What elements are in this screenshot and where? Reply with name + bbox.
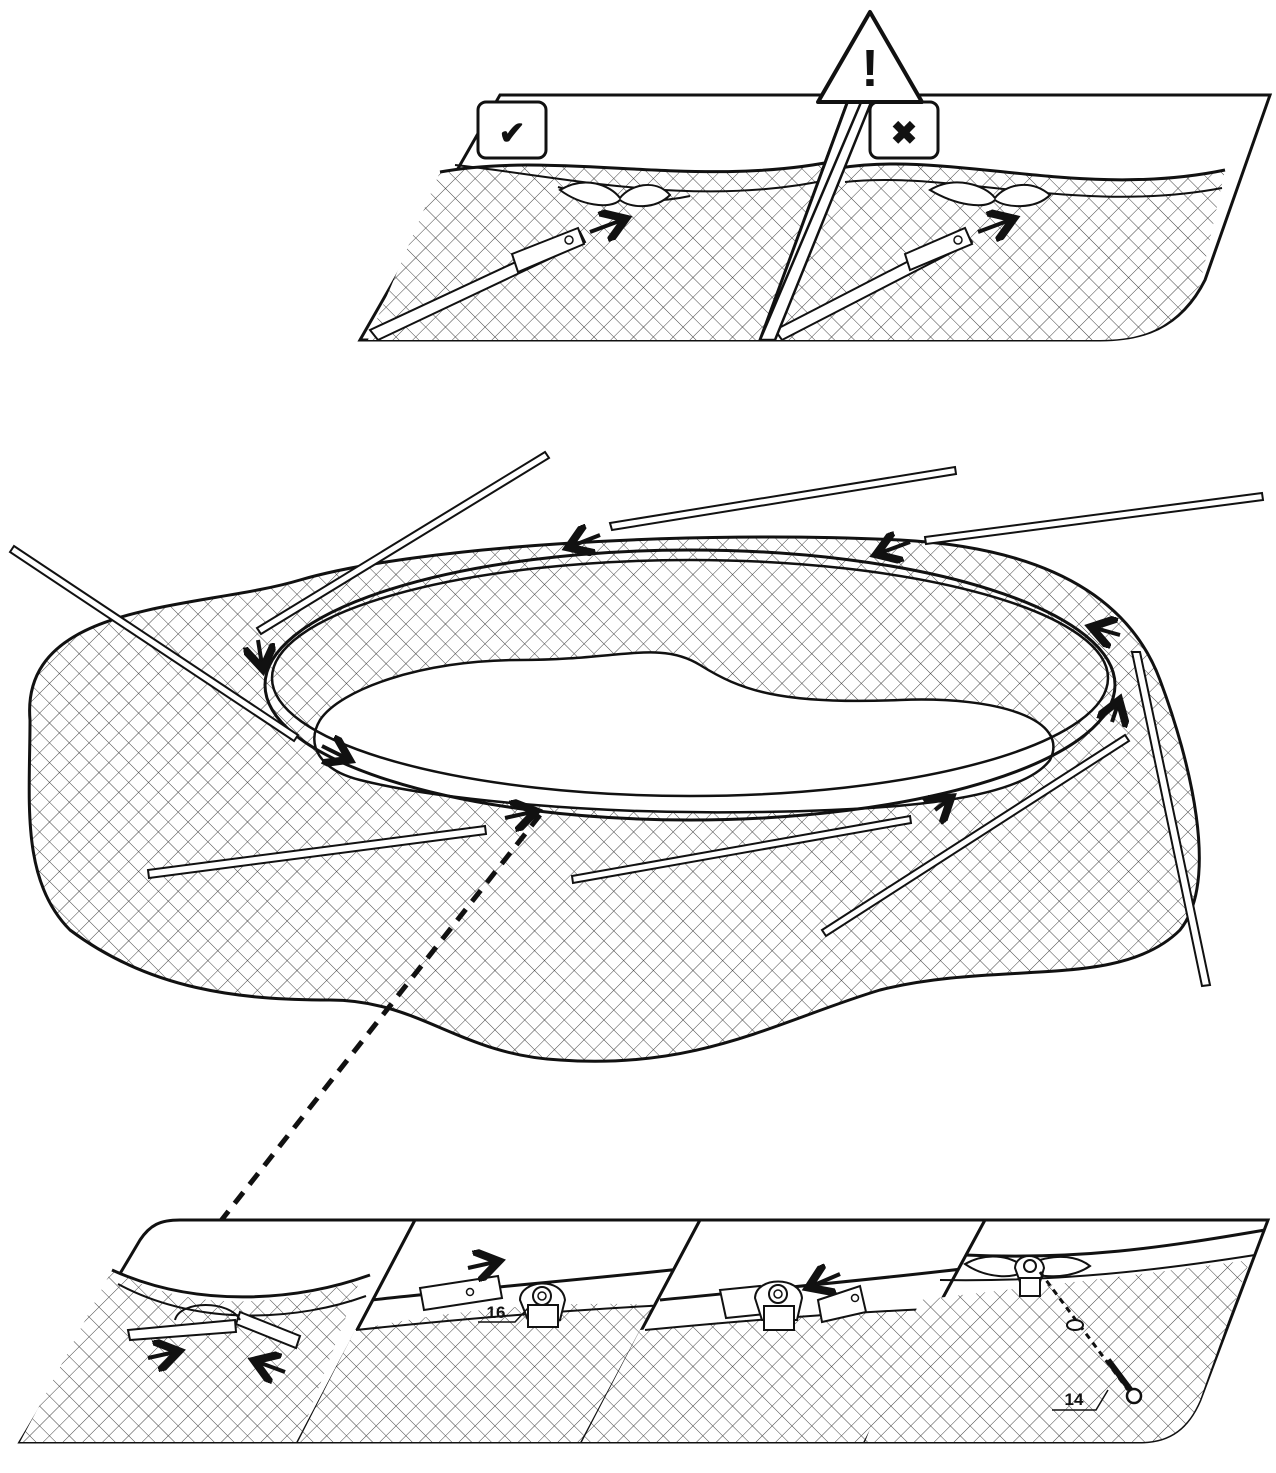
step-panel-2: 16 (295, 1218, 703, 1444)
rail-left-long (8, 544, 300, 743)
warning-sign: ! (758, 10, 924, 342)
warning-glyph: ! (861, 40, 878, 98)
rail-top-left (255, 450, 551, 636)
screw-head (1125, 1387, 1143, 1405)
top-rail-ring (263, 548, 1117, 822)
check-badge (476, 100, 548, 160)
rail-bottom-middle (570, 814, 913, 885)
pool-liner (27, 535, 1201, 1063)
cross-icon: ✖ (891, 115, 918, 151)
warning-triangle-icon (816, 10, 924, 104)
step-panel-3 (579, 1218, 988, 1444)
rail-bottom-right (820, 733, 1131, 938)
top-panel-incorrect: ✖ (757, 93, 1273, 342)
check-icon: ✔ (499, 115, 526, 151)
frame-rails (8, 450, 1265, 988)
rail-bottom-left (146, 824, 488, 880)
assembly-arrows (258, 535, 1120, 818)
step-panel-4: 14 (862, 1218, 1271, 1444)
top-panel-correct: ✔ (357, 93, 853, 342)
step-panel-1 (17, 1218, 418, 1444)
rail-top-right (923, 491, 1265, 546)
washer (1066, 1319, 1084, 1331)
part-number-14: 14 (1065, 1390, 1084, 1409)
rail-right-vertical (1130, 651, 1212, 988)
rail-top-middle (608, 465, 958, 532)
part-number-16: 16 (487, 1303, 506, 1322)
